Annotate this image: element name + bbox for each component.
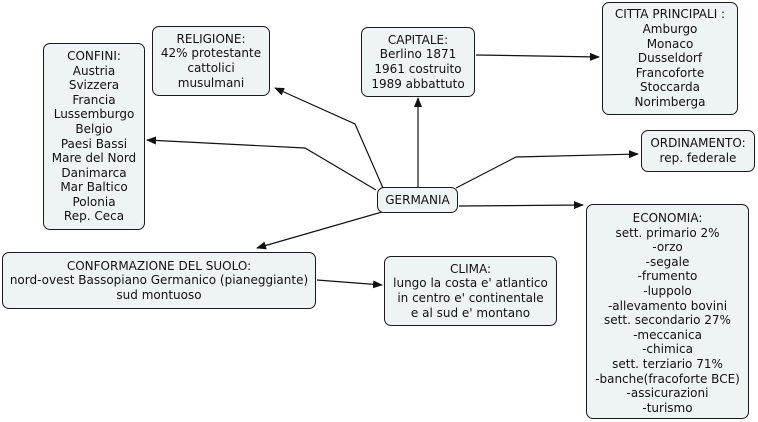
confini-line: Danimarca [61, 165, 127, 180]
religione-title: RELIGIONE: [176, 31, 246, 46]
node-conformazione[interactable]: CONFORMAZIONE DEL SUOLO: nord-ovest Bass… [2, 252, 316, 309]
edge-to-ordinamento [455, 150, 639, 189]
ordinamento-line: rep. federale [659, 151, 737, 165]
citta-line: Norimberga [634, 94, 706, 109]
economia-line: -luppolo [643, 283, 692, 298]
economia-line: sett. secondario 27% [604, 313, 731, 328]
confini-line: Lussemburgo [53, 107, 135, 122]
conformazione-line: sud montuoso [116, 287, 202, 302]
confini-line: Paesi Bassi [60, 136, 128, 151]
node-ordinamento[interactable]: ORDINAMENTO: rep. federale [641, 130, 755, 172]
clima-title: CLIMA: [450, 261, 491, 276]
confini-line: Mar Baltico [60, 180, 128, 195]
economia-line: -chimica [642, 342, 693, 357]
religione-line: 42% protestante [160, 46, 262, 61]
confini-line: Mare del Nord [51, 151, 137, 166]
economia-line: -orzo [652, 240, 683, 255]
node-confini[interactable]: CONFINI: Austria Svizzera Francia Lussem… [43, 43, 145, 230]
confini-line: Austria [72, 63, 116, 78]
citta-line: Stoccarda [640, 80, 700, 95]
citta-line: Dusseldorf [637, 51, 703, 66]
capitale-line: Berlino 1871 [379, 47, 457, 62]
economia-line: sett. primario 2% [615, 225, 720, 240]
conformazione-line: nord-ovest Bassopiano Germanico (pianegg… [9, 273, 309, 288]
economia-line: -frumento [637, 269, 698, 284]
node-germania-center[interactable]: GERMANIA [377, 187, 458, 213]
center-label: GERMANIA [385, 192, 450, 207]
clima-line: e al sud e' montano [410, 305, 531, 320]
religione-line: cattolici [187, 61, 235, 75]
economia-line: -banche(fracoforte BCE) [595, 371, 740, 386]
confini-title: CONFINI: [67, 48, 121, 63]
economia-line: sett. terziario 71% [612, 356, 723, 371]
citta-line: Monaco [646, 36, 694, 51]
economia-line: -segale [645, 254, 690, 269]
edge-to-conformazione [256, 211, 383, 250]
conformazione-title: CONFORMAZIONE DEL SUOLO: [66, 258, 252, 273]
confini-line: Rep. Ceca [63, 209, 125, 224]
confini-line: Francia [72, 92, 116, 107]
node-religione[interactable]: RELIGIONE: 42% protestante cattolici mus… [152, 26, 270, 96]
economia-line: -turismo [642, 400, 693, 415]
citta-line: Amburgo [642, 22, 698, 37]
node-capitale[interactable]: CAPITALE: Berlino 1871 1961 costruito 19… [361, 27, 475, 97]
religione-line: musulmani [177, 75, 245, 90]
node-clima[interactable]: CLIMA: lungo la costa e' atlantico in ce… [384, 256, 557, 326]
clima-line: lungo la costa e' atlantico [393, 276, 548, 291]
economia-line: -meccanica [633, 327, 702, 342]
edge-to-economia [458, 201, 584, 210]
edge-conformazione-to-clima [316, 279, 383, 289]
node-economia[interactable]: ECONOMIA: sett. primario 2% -orzo -segal… [586, 204, 749, 419]
clima-line: in centro e' continentale [397, 291, 544, 305]
economia-line: -allevamento bovini [607, 298, 728, 313]
node-citta-principali[interactable]: CITTA PRINCIPALI : Amburgo Monaco Dussel… [602, 2, 738, 115]
confini-line: Svizzera [68, 78, 120, 93]
confini-line: Polonia [72, 194, 116, 209]
capitale-line: 1989 abbattuto [371, 76, 465, 91]
citta-line: Francoforte [635, 65, 705, 80]
edge-to-religione [274, 87, 384, 189]
economia-line: -assicurazioni [626, 386, 709, 401]
edge-capitale-to-citta [475, 52, 600, 61]
confini-line: Belgio [75, 121, 113, 136]
capitale-title: CAPITALE: [387, 32, 449, 47]
economia-title: ECONOMIA: [632, 211, 703, 225]
edge-to-confini [146, 136, 377, 191]
capitale-line: 1961 costruito [374, 62, 462, 76]
ordinamento-title: ORDINAMENTO: [650, 136, 746, 151]
citta-title: CITTA PRINCIPALI : [614, 7, 726, 22]
